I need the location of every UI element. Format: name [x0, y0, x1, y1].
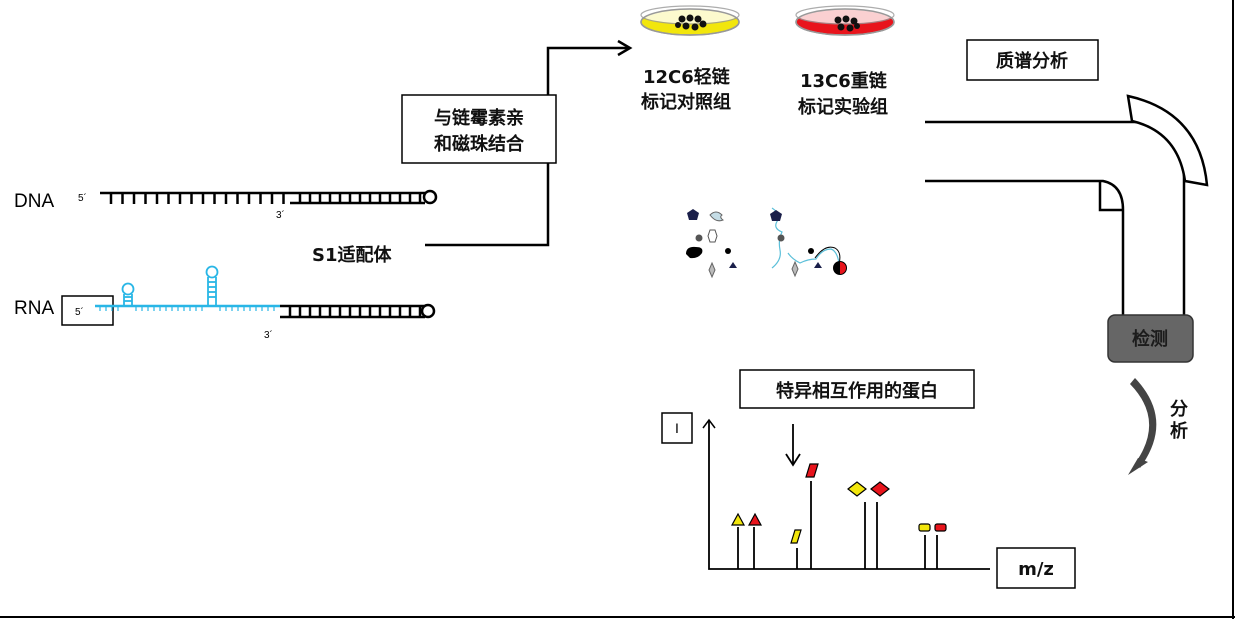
detect-label: 检测 — [1132, 328, 1168, 350]
rna-5prime-box — [61, 295, 114, 326]
y-axis-label: I — [675, 420, 679, 436]
arrowhead-icon — [617, 39, 633, 57]
ms-box: 质谱分析 — [966, 39, 1099, 81]
analysis-char2: 析 — [1170, 420, 1188, 442]
peak-marker-heavy-parallelogram — [805, 463, 819, 478]
peak-marker-light-parallelogram — [790, 529, 802, 544]
light-label-line2: 标记对照组 — [640, 91, 731, 113]
peak-marker-heavy-diamond — [870, 481, 890, 497]
ms-label: 质谱分析 — [996, 50, 1068, 72]
heavy-label-line1: 13C6重链 — [800, 70, 888, 92]
down-arrow-icon — [785, 424, 801, 467]
mass-spectrometer-pipe — [925, 94, 1209, 315]
binding-box: 与链霉素亲 和磁珠结合 — [401, 94, 557, 164]
peaks — [737, 481, 938, 569]
peak-marker-light-rect — [918, 523, 931, 532]
y-axis-label-box — [661, 412, 693, 444]
heavy-label-line2: 标记实验组 — [797, 96, 888, 118]
dna-3prime: 3´ — [276, 209, 285, 221]
specific-label: 特异相互作用的蛋白 — [776, 380, 938, 402]
rna-5prime: 5´ — [75, 306, 84, 318]
petri-dish-light — [640, 5, 740, 36]
hairpin-1 — [121, 282, 135, 306]
protein-mixture — [686, 209, 737, 279]
petri-dish-heavy — [795, 5, 895, 36]
rna-aptamer: RNA 5´ 3´ — [14, 265, 436, 341]
rna-3prime: 3´ — [264, 329, 273, 341]
dna-aptamer: DNA 5´ 3´ — [14, 189, 438, 221]
analysis-char1: 分 — [1170, 399, 1188, 420]
binding-line2: 和磁珠结合 — [434, 133, 525, 155]
light-label-line1: 12C6轻链 — [643, 66, 731, 88]
detect-box: 检测 — [1107, 314, 1194, 363]
dna-5prime: 5´ — [78, 192, 87, 204]
aptamer-label: S1适配体 — [312, 244, 392, 266]
dna-label: DNA — [14, 191, 54, 212]
peak-marker-light-triangle — [730, 512, 746, 526]
binding-line1: 与链霉素亲 — [434, 107, 524, 129]
axes — [708, 420, 990, 570]
rna-label: RNA — [14, 298, 54, 319]
x-axis-label-box — [996, 547, 1076, 589]
mass-spectrum: 特异相互作用的蛋白 I m/z — [661, 369, 1076, 589]
x-axis-label: m/z — [1018, 559, 1054, 580]
analysis-arrow-icon — [1128, 378, 1157, 475]
specific-box — [739, 369, 975, 409]
hairpin-2 — [205, 265, 219, 306]
protein-complex — [770, 207, 847, 278]
dna-loop — [422, 189, 438, 205]
rna-loop — [420, 303, 436, 319]
y-axis-arrow-icon — [702, 418, 716, 429]
peak-marker-heavy-triangle — [747, 512, 763, 526]
peak-marker-heavy-rect — [934, 523, 947, 532]
peak-marker-light-diamond — [847, 481, 867, 497]
